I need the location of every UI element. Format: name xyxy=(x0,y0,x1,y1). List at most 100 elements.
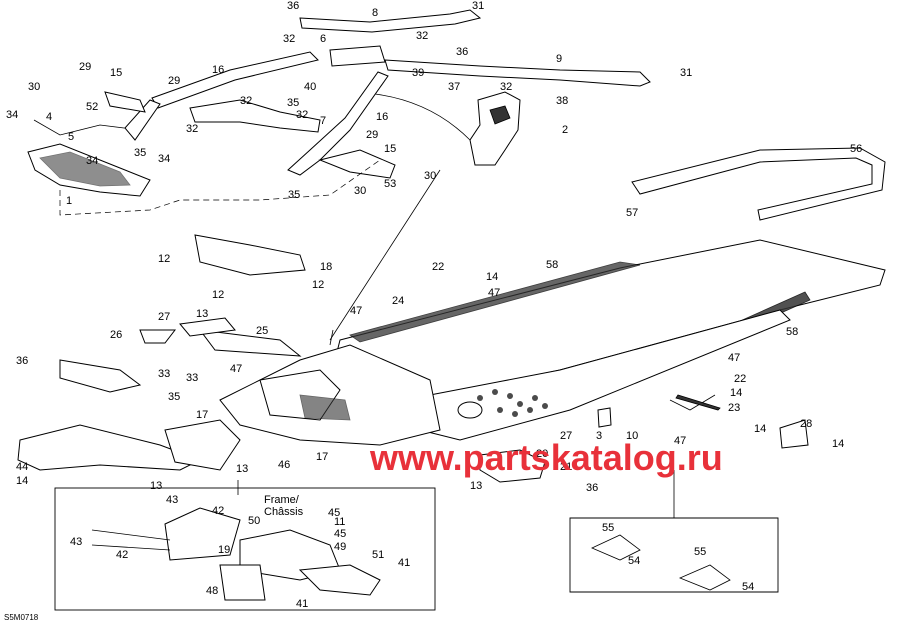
callout-number: 51 xyxy=(372,549,384,561)
callout-number: 8 xyxy=(372,7,378,19)
callout-number: 30 xyxy=(424,170,436,182)
callout-number: 11 xyxy=(334,516,345,528)
callout-number: 39 xyxy=(412,67,424,79)
callout-number: 3 xyxy=(596,430,602,442)
callout-number: 22 xyxy=(734,373,746,385)
callout-number: 12 xyxy=(158,253,170,265)
left-frame-rail xyxy=(59,359,142,393)
callout-number: 58 xyxy=(546,259,558,271)
callout-number: 32 xyxy=(500,81,512,93)
callout-number: 29 xyxy=(168,75,180,87)
callout-number: 29 xyxy=(79,61,91,73)
callout-number: 43 xyxy=(166,494,178,506)
callout-number: 20 xyxy=(536,448,548,460)
callout-number: 14 xyxy=(754,423,766,435)
steering-bracket xyxy=(469,91,521,166)
callout-number: 30 xyxy=(28,81,40,93)
front-bumper-assembly xyxy=(27,119,151,197)
callout-number: 1 xyxy=(66,195,72,207)
inset-caption-title: Frame/ xyxy=(264,494,300,506)
callout-number: 14 xyxy=(730,387,742,399)
callout-number: 32 xyxy=(416,30,428,42)
callout-number: 42 xyxy=(116,549,128,561)
callout-number: 32 xyxy=(283,33,295,45)
callout-number: 35 xyxy=(134,147,146,159)
callout-number: 56 xyxy=(850,143,862,155)
callout-number: 48 xyxy=(206,585,218,597)
upper-bar xyxy=(299,9,482,67)
callout-number: 38 xyxy=(556,95,568,107)
callout-number: 4 xyxy=(46,111,52,123)
callout-number: 34 xyxy=(158,153,170,165)
callout-number: 18 xyxy=(320,261,332,273)
front-suspension-frame xyxy=(17,419,241,471)
inset-caption-subtitle: Châssis xyxy=(264,506,304,518)
callout-number: 2 xyxy=(562,124,568,136)
callout-number: 15 xyxy=(110,67,122,79)
inset-rear-arm xyxy=(164,507,381,601)
steering-support-column xyxy=(104,51,321,141)
callout-number: 9 xyxy=(556,53,562,65)
callout-number: 13 xyxy=(470,480,482,492)
callout-number: 45 xyxy=(334,528,346,540)
detail-inset-frame xyxy=(54,487,436,611)
inset-pins xyxy=(591,534,731,591)
callout-number: 13 xyxy=(196,308,208,320)
callout-number: 57 xyxy=(626,207,638,219)
tunnel-top-plate xyxy=(329,239,886,401)
callout-number: 58 xyxy=(786,326,798,338)
callout-number: 53 xyxy=(384,178,396,190)
callout-number: 19 xyxy=(218,544,230,556)
callout-number: 37 xyxy=(448,81,460,93)
callout-number: 47 xyxy=(230,363,242,375)
callout-number: 55 xyxy=(694,546,706,558)
callout-number: 54 xyxy=(742,581,754,593)
callout-number: 15 xyxy=(384,143,396,155)
callout-number: 33 xyxy=(158,368,170,380)
callout-number: 43 xyxy=(70,536,82,548)
callout-number: 14 xyxy=(832,438,844,450)
callout-number: 40 xyxy=(304,81,316,93)
callout-number: 22 xyxy=(432,261,444,273)
callout-number: 24 xyxy=(392,295,404,307)
callout-number: 14 xyxy=(16,475,28,487)
upper-column-bracket xyxy=(194,234,306,276)
callout-number: 50 xyxy=(248,515,260,527)
callout-number: 32 xyxy=(240,95,252,107)
callout-number: 26 xyxy=(110,329,122,341)
callout-number: 33 xyxy=(186,372,198,384)
callout-number: 32 xyxy=(296,109,308,121)
callout-number: 47 xyxy=(350,305,362,317)
callout-number: 47 xyxy=(728,352,740,364)
callout-number: 13 xyxy=(150,480,162,492)
rear-bumper xyxy=(631,147,886,221)
callout-number: 14 xyxy=(486,271,498,283)
callout-number: 13 xyxy=(236,463,248,475)
callout-number: 5 xyxy=(68,131,74,143)
callout-number: 7 xyxy=(320,115,326,127)
callout-number: 12 xyxy=(212,289,224,301)
detail-inset-frame-right xyxy=(569,517,779,593)
callout-number: 25 xyxy=(256,325,268,337)
watermark-text: www.partskatalog.ru xyxy=(369,437,723,478)
callout-number: 12 xyxy=(312,279,324,291)
callout-number: 36 xyxy=(586,482,598,494)
callout-number: 46 xyxy=(278,459,290,471)
callout-number: 47 xyxy=(674,435,686,447)
callout-number: 10 xyxy=(626,430,638,442)
front-frame-module xyxy=(139,317,441,446)
callout-number: 34 xyxy=(86,155,98,167)
callout-number: 28 xyxy=(800,418,812,430)
callout-number: 35 xyxy=(288,189,300,201)
callout-number: 17 xyxy=(196,409,208,421)
callout-number: 36 xyxy=(16,355,28,367)
callout-number: 16 xyxy=(376,111,388,123)
callout-number: 35 xyxy=(168,391,180,403)
drawing-code: S5M0718 xyxy=(4,613,39,622)
callout-number: 45 xyxy=(328,507,340,519)
callout-number: 36 xyxy=(456,46,468,58)
callout-number: 6 xyxy=(320,33,326,45)
